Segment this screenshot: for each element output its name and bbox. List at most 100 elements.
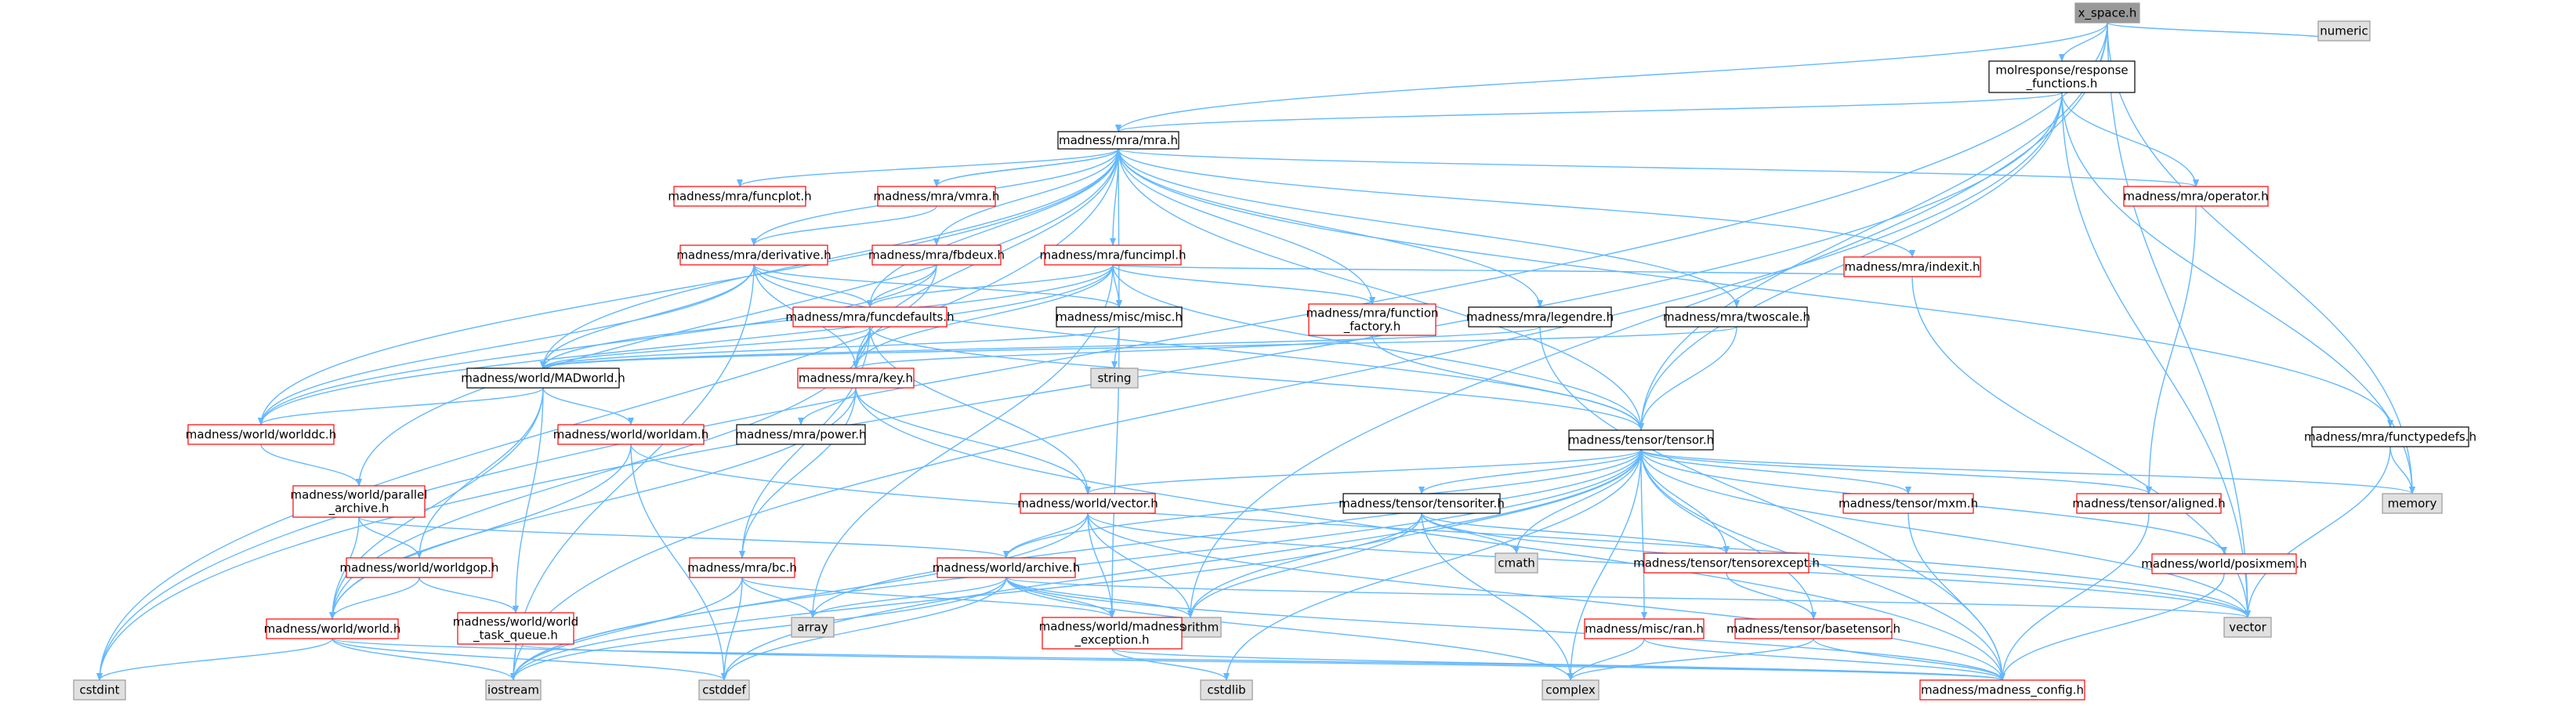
node-box	[1044, 244, 1182, 266]
node-molresponse[interactable]: molresponse/response_functions.h	[1988, 60, 2136, 93]
edge-ran-to-madness-config	[1643, 638, 2005, 681]
edge-x-space-to-cstdint	[96, 22, 2108, 681]
node-box	[736, 424, 866, 445]
edge	[1085, 449, 1642, 494]
node-x-space[interactable]: x_space.h	[2074, 2, 2140, 24]
node-parallel-archive[interactable]: madness/world/parallel_archive.h	[291, 485, 428, 518]
edge	[1115, 92, 2063, 132]
node-box	[1200, 679, 1253, 701]
node-twoscale[interactable]: madness/mra/twoscale.h	[1663, 306, 1810, 328]
edge	[356, 148, 1119, 487]
edge-bc-to-iostream	[510, 577, 743, 681]
edge-mra-to-worldddc	[258, 148, 1119, 425]
node-box	[2074, 2, 2140, 24]
node-box	[1342, 493, 1501, 514]
node-legendre[interactable]: madness/mra/legendre.h	[1466, 306, 1614, 328]
edge-molresponse-to-vector	[2061, 92, 2251, 618]
node-vector[interactable]: vector	[2223, 617, 2272, 638]
node-fbdeux[interactable]: madness/mra/fbdeux.h	[868, 244, 1005, 266]
edge	[721, 577, 1007, 681]
edge	[1111, 648, 1230, 681]
node-box	[1568, 429, 1714, 451]
node-funcimpl[interactable]: madness/mra/funcimpl.h	[1039, 244, 1187, 266]
node-worldgop[interactable]: madness/world/worldgop.h	[340, 557, 499, 578]
node-complex[interactable]: complex	[1542, 679, 1600, 701]
node-label: array	[797, 621, 828, 635]
edge	[1813, 638, 2005, 681]
edge	[936, 148, 1121, 187]
node-memory[interactable]: memory	[2382, 493, 2443, 514]
node-tensor[interactable]: madness/tensor/tensor.h	[1568, 429, 1714, 451]
edge	[1640, 449, 1730, 554]
node-world-task-queue[interactable]: madness/world/world_task_queue.h	[453, 612, 578, 645]
node-mxm[interactable]: madness/tensor/mxm.h	[1839, 493, 1978, 514]
node-ran[interactable]: madness/misc/ran.h	[1584, 618, 1705, 639]
node-label: madness/tensor/tensoriter.h	[1339, 497, 1505, 511]
node-operator[interactable]: madness/mra/operator.h	[2123, 186, 2269, 207]
node-madness-exception[interactable]: madness/world/madness_exception.h	[1039, 617, 1186, 650]
node-label: madness/mra/funcplot.h	[668, 190, 811, 204]
edge-madworld-to-worldddc	[258, 387, 544, 425]
edge-tensor-to-array	[810, 449, 1642, 618]
node-tensoriter[interactable]: madness/tensor/tensoriter.h	[1339, 493, 1505, 514]
node-vmra[interactable]: madness/mra/vmra.h	[874, 186, 1000, 207]
edge	[853, 335, 1373, 369]
node-key[interactable]: madness/mra/key.h	[797, 367, 915, 389]
node-box	[2076, 493, 2222, 514]
node-cstddef[interactable]: cstddef	[698, 679, 750, 701]
node-mra[interactable]: madness/mra/mra.h	[1057, 131, 1179, 150]
edge	[1087, 512, 1115, 618]
node-string[interactable]: string	[1090, 367, 1139, 389]
node-box	[792, 306, 947, 328]
node-funcdefaults[interactable]: madness/mra/funcdefaults.h	[785, 306, 955, 328]
edge-tensoriter-to-tensorexcept	[1421, 512, 1730, 554]
edge-funcdefaults-to-tensor	[869, 326, 1644, 431]
node-iostream[interactable]: iostream	[485, 679, 542, 701]
node-bc[interactable]: madness/mra/bc.h	[687, 557, 797, 578]
node-cstdlib[interactable]: cstdlib	[1200, 679, 1253, 701]
node-madness-config[interactable]: madness/madness_config.h	[1919, 679, 2085, 701]
edge	[258, 387, 544, 425]
edge	[1003, 512, 1089, 559]
node-posixmem[interactable]: madness/world/posixmem.h	[2141, 553, 2307, 574]
edge	[1118, 148, 1644, 431]
node-miscmisc[interactable]: madness/misc/misc.h	[1056, 306, 1183, 328]
edge	[540, 326, 871, 369]
edge-tensor-to-vector	[1640, 449, 2251, 618]
node-worldddc[interactable]: madness/world/worlddc.h	[186, 424, 336, 445]
node-numeric[interactable]: numeric	[2317, 20, 2371, 42]
node-vector-h[interactable]: madness/world/vector.h	[1017, 493, 1158, 514]
node-aligned[interactable]: madness/tensor/aligned.h	[2072, 493, 2226, 514]
edge-key-to-madness-config	[855, 387, 2005, 681]
edge	[1418, 449, 1642, 494]
node-box	[2317, 20, 2371, 42]
edge-archive-to-madness-exception	[1005, 577, 1115, 618]
node-functypedefs[interactable]: madness/mra/functypedefs.h	[2304, 426, 2476, 447]
edge	[513, 387, 544, 614]
edge	[2107, 22, 2415, 494]
edge-x-space-to-vector	[2107, 22, 2251, 618]
node-madworld[interactable]: madness/world/MADworld.h	[461, 367, 625, 389]
node-tensorexcept[interactable]: madness/tensor/tensorexcept.h	[1633, 552, 1820, 574]
edge-madworld-to-worldgop	[416, 387, 544, 559]
node-cmath[interactable]: cmath	[1495, 552, 1538, 574]
node-indexit[interactable]: madness/mra/indexit.h	[1843, 256, 1981, 277]
node-funcplot[interactable]: madness/mra/funcplot.h	[668, 186, 812, 207]
edge-x-space-to-molresponse	[2059, 22, 2108, 62]
node-archive[interactable]: madness/world/archive.h	[933, 557, 1080, 578]
node-box	[1468, 306, 1612, 328]
edge-key-to-vector-h	[855, 387, 1091, 494]
node-label: madness/tensor/aligned.h	[2072, 497, 2225, 511]
node-box	[1495, 552, 1538, 574]
node-box	[1842, 493, 1974, 514]
node-worldam[interactable]: madness/world/worldam.h	[553, 424, 708, 445]
edge	[798, 387, 857, 425]
edge	[867, 148, 1119, 308]
node-cstdint[interactable]: cstdint	[73, 679, 126, 701]
node-worldh[interactable]: madness/world/world.h	[264, 618, 401, 639]
node-array[interactable]: array	[791, 617, 835, 638]
node-basetensor[interactable]: madness/tensor/basetensor.h	[1726, 618, 1900, 639]
node-function-factory[interactable]: madness/mra/function_factory.h	[1306, 303, 1439, 336]
node-power[interactable]: madness/mra/power.h	[735, 424, 867, 445]
node-derivative[interactable]: madness/mra/derivative.h	[676, 244, 831, 266]
